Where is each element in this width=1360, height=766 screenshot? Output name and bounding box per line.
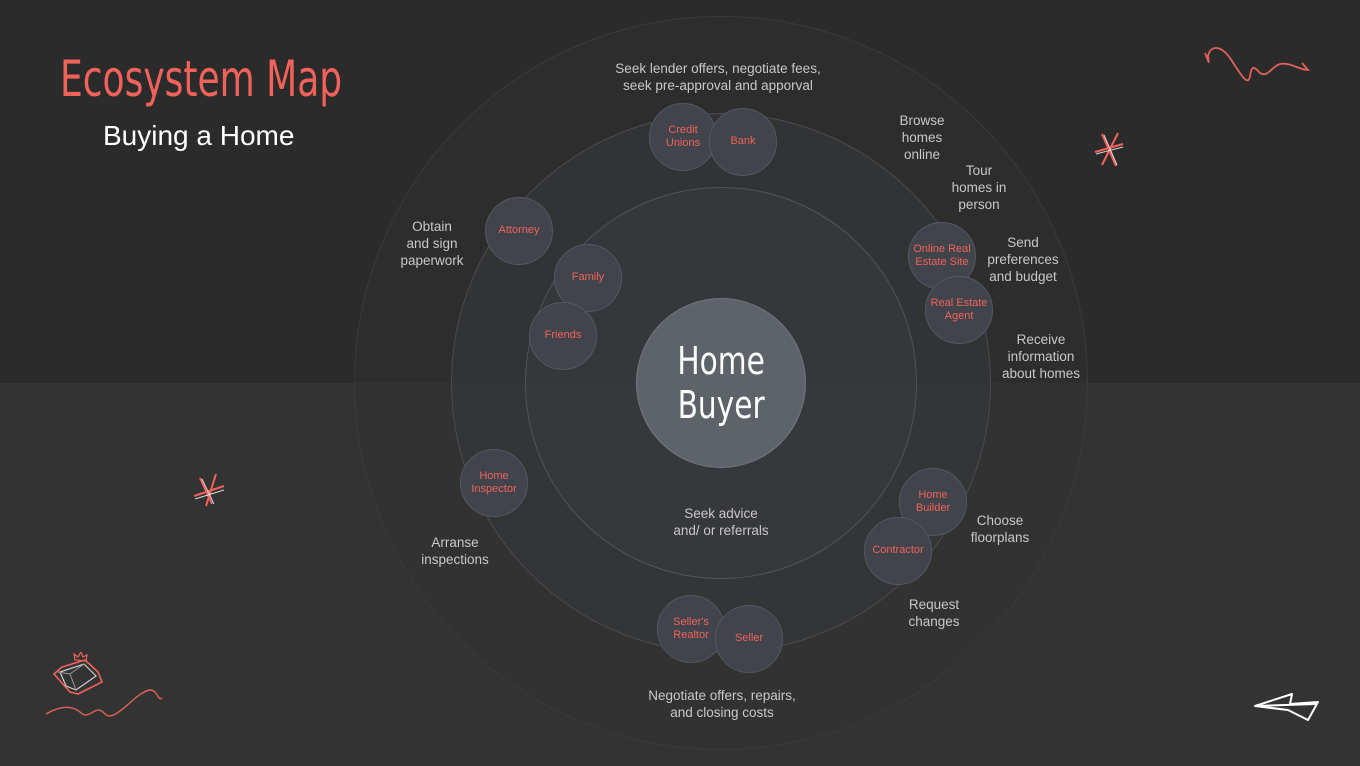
label-line: Seek lender offers, negotiate fees, xyxy=(615,61,821,76)
page-subtitle: Buying a Home xyxy=(103,120,295,151)
label-line: homes in xyxy=(951,180,1007,195)
label-browse: Browse homes online xyxy=(899,112,944,163)
label-line: and closing costs xyxy=(670,705,774,720)
label-line: Request xyxy=(908,597,960,612)
node-home-inspector: Home Inspector xyxy=(460,449,528,517)
label-tour: Tour homes in person xyxy=(952,162,1007,213)
label-negotiate: Negotiate offers, repairs, and closing c… xyxy=(648,687,796,721)
paper-plane-icon xyxy=(1254,693,1319,721)
label-line: and sign xyxy=(406,236,458,251)
label-line: person xyxy=(958,197,1000,212)
label-obtain: Obtain and sign paperwork xyxy=(400,218,463,269)
asterisk-icon xyxy=(193,473,225,507)
label-line: floorplans xyxy=(970,530,1030,545)
label-advice: Seek advice and/ or referrals xyxy=(673,505,768,539)
label-line: Negotiate offers, repairs, xyxy=(648,688,796,703)
label-line: Seek advice xyxy=(684,506,758,521)
label-line: changes xyxy=(908,614,960,629)
node-family: Family xyxy=(554,244,622,312)
diamond-crown-icon xyxy=(45,652,163,717)
label-line: information xyxy=(1007,349,1075,364)
center-home-buyer: Home Buyer xyxy=(636,298,806,468)
node-seller: Seller xyxy=(715,605,783,673)
label-lender: Seek lender offers, negotiate fees, seek… xyxy=(615,60,820,94)
label-line: Choose xyxy=(976,513,1024,528)
center-label-line1: Home xyxy=(677,339,765,383)
label-line: Receive xyxy=(1016,332,1066,347)
label-line: and budget xyxy=(989,269,1057,284)
label-send: Send preferences and budget xyxy=(987,234,1058,285)
page-title: Ecosystem Map xyxy=(60,50,343,108)
asterisk-icon xyxy=(1094,132,1124,167)
center-label-line2: Buyer xyxy=(677,383,765,427)
squiggle-icon xyxy=(1204,47,1310,82)
label-line: preferences xyxy=(987,252,1059,267)
node-attorney: Attorney xyxy=(485,197,553,265)
node-friends: Friends xyxy=(529,302,597,370)
label-line: inspections xyxy=(421,552,489,567)
node-credit-unions: Credit Unions xyxy=(649,103,717,171)
node-bank: Bank xyxy=(709,108,777,176)
node-real-estate-agent: Real Estate Agent xyxy=(925,276,993,344)
label-inspections: Arranse inspections xyxy=(421,534,489,568)
label-floorplans: Choose floorplans xyxy=(971,512,1030,546)
label-line: Send xyxy=(1007,235,1039,250)
label-line: and/ or referrals xyxy=(673,523,769,538)
label-line: about homes xyxy=(1001,366,1081,381)
label-line: Arranse xyxy=(431,535,479,550)
node-contractor: Contractor xyxy=(864,517,932,585)
label-line: online xyxy=(903,147,941,162)
label-line: Obtain xyxy=(412,219,452,234)
label-line: paperwork xyxy=(400,253,464,268)
label-receive: Receive information about homes xyxy=(1002,331,1080,382)
label-line: Browse xyxy=(899,113,945,128)
label-line: homes xyxy=(901,130,943,145)
label-line: Tour xyxy=(965,163,993,178)
label-changes: Request changes xyxy=(908,596,959,630)
label-line: seek pre-approval and apporval xyxy=(623,78,813,93)
node-sellers-realtor: Seller's Realtor xyxy=(657,595,725,663)
